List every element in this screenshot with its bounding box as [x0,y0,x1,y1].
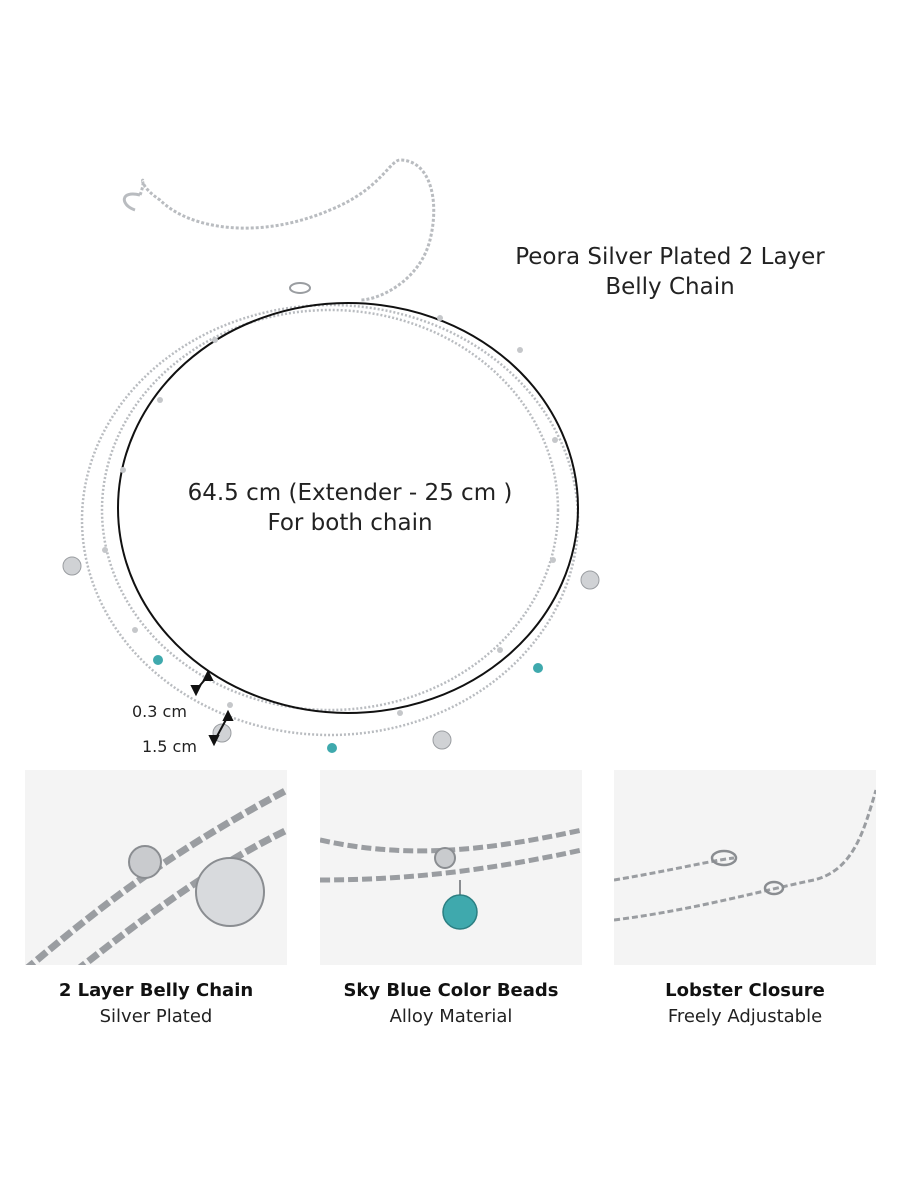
product-title: Peora Silver Plated 2 Layer Belly Chain [500,242,840,302]
silver-discs [62,556,600,750]
measurement-label: 64.5 cm (Extender - 25 cm ) For both cha… [150,478,550,538]
feature-subtitle: Silver Plated [99,1006,213,1027]
chain-width-label: 0.3 cm [132,702,187,721]
extender-chain [138,158,436,302]
feature-subtitle: Alloy Material [389,1006,513,1027]
feature-title: Lobster Closure [665,980,825,1001]
measurement-circle [117,302,579,714]
feature-caption-3: Lobster Closure Freely Adjustable [614,978,876,1030]
detail-panel-layers [25,770,287,965]
measurement-note: For both chain [267,510,433,536]
detail-panel-beads [320,770,582,965]
feature-title: Sky Blue Color Beads [343,980,559,1001]
product-title-line2: Belly Chain [605,274,735,300]
turquoise-beads [153,655,543,753]
inner-chain [100,308,560,712]
product-title-line1: Peora Silver Plated 2 Layer [515,244,825,270]
feature-caption-1: 2 Layer Belly Chain Silver Plated [25,978,287,1030]
detail-panel-closure [614,770,876,965]
feature-subtitle: Freely Adjustable [667,1006,823,1027]
measurement-length: 64.5 cm (Extender - 25 cm ) [187,480,513,506]
dimension-arrows [190,669,234,747]
belly-chain-illustration [62,158,600,753]
feature-caption-2: Sky Blue Color Beads Alloy Material [320,978,582,1030]
chain-beads [102,315,558,716]
feature-title: 2 Layer Belly Chain [58,980,254,1001]
layer-gap-label: 1.5 cm [142,737,197,756]
